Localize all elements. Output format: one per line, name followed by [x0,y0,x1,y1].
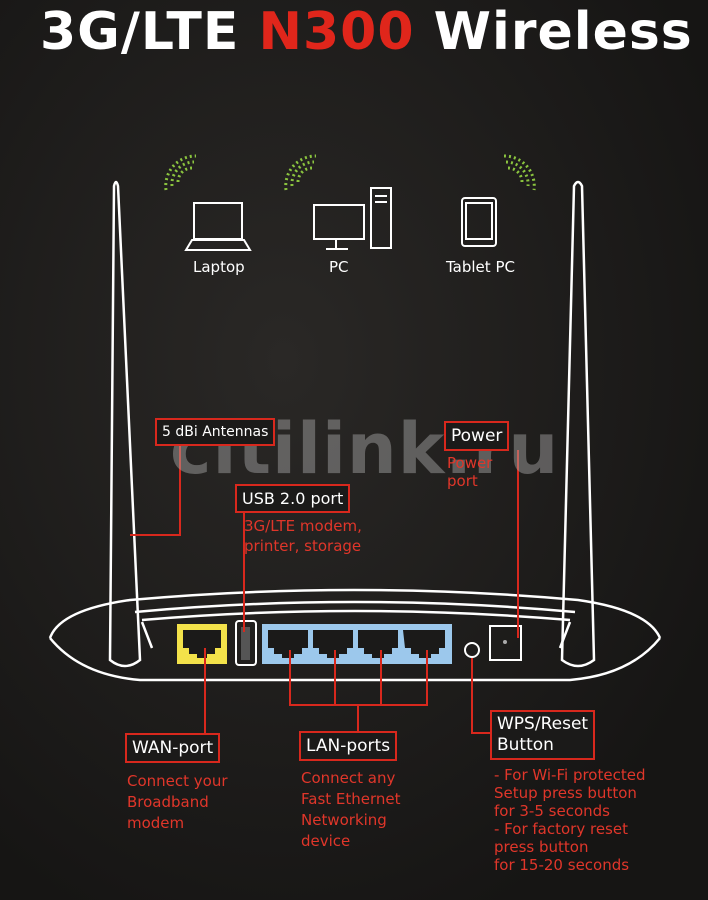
power-port [489,625,522,661]
laptop-icon [184,202,252,251]
left-antenna [108,180,142,668]
pc-icon [313,187,392,250]
power-label: Power [444,421,510,451]
wps-note: - For Wi-Fi protected Setup press button… [494,766,646,874]
wan-note: Connect your Broadband modem [127,772,228,832]
wps-reset-button [464,642,480,658]
wifi-icon [164,154,536,191]
title-model: N300 [258,2,415,62]
router-body [48,588,662,682]
usb-port [235,620,257,666]
device-label-tablet: Tablet PC [446,258,515,276]
usb-label: USB 2.0 port [235,484,351,513]
usb-note: 3G/LTE modem, printer, storage [244,517,362,555]
device-label-pc: PC [329,258,349,276]
title-part: 3G/LTE [40,2,259,62]
wps-label: WPS/Reset Button [490,710,596,760]
lan-note: Connect any Fast Ethernet Networking dev… [301,769,401,850]
tablet-icon [461,197,497,247]
lan-label: LAN-ports [299,731,398,761]
page-title: 3G/LTE N300 Wireless [40,2,693,62]
power-note: Power port [447,454,493,490]
antennas-label: 5 dBi Antennas [155,418,276,446]
wan-label: WAN-port [125,733,221,763]
right-antenna [560,180,596,668]
title-part: Wireless [414,2,693,62]
device-label-laptop: Laptop [193,258,245,276]
